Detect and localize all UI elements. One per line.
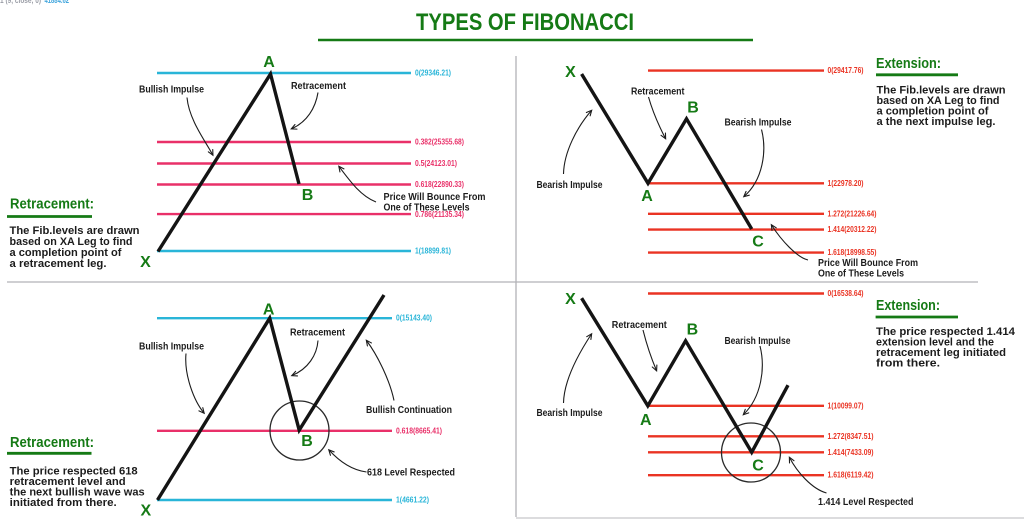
svg-text:C: C bbox=[752, 234, 764, 251]
svg-text:X: X bbox=[565, 291, 576, 308]
svg-text:1.414(20312.22): 1.414(20312.22) bbox=[828, 224, 877, 234]
svg-text:Retracement: Retracement bbox=[291, 80, 346, 92]
svg-text:the next bullish wave was: the next bullish wave was bbox=[10, 487, 145, 499]
svg-text:Retracement:: Retracement: bbox=[10, 196, 94, 213]
svg-text:One of These Levels: One of These Levels bbox=[818, 268, 904, 280]
svg-text:Bearish Impulse: Bearish Impulse bbox=[725, 117, 792, 129]
svg-text:X: X bbox=[140, 254, 151, 271]
svg-text:1(18899.81): 1(18899.81) bbox=[415, 246, 451, 256]
svg-text:B: B bbox=[687, 322, 699, 339]
svg-text:Price Will Bounce From: Price Will Bounce From bbox=[384, 191, 486, 203]
svg-text:The Fib.levels are drawn: The Fib.levels are drawn bbox=[877, 85, 1006, 97]
svg-text:1(4661.22): 1(4661.22) bbox=[396, 495, 429, 505]
svg-text:0(29346.21): 0(29346.21) bbox=[415, 68, 451, 78]
svg-text:Extension:: Extension: bbox=[876, 297, 940, 314]
svg-text:0.786(21135.34): 0.786(21135.34) bbox=[415, 209, 464, 219]
svg-text:Retracement: Retracement bbox=[631, 86, 685, 98]
svg-text:Retracement: Retracement bbox=[290, 327, 345, 339]
svg-text:Retracement: Retracement bbox=[612, 319, 667, 331]
svg-text:1.272(21226.64): 1.272(21226.64) bbox=[828, 208, 877, 218]
svg-text:0(15143.40): 0(15143.40) bbox=[396, 313, 432, 323]
svg-text:retracement level and: retracement level and bbox=[10, 476, 126, 488]
svg-text:Bullish Impulse: Bullish Impulse bbox=[139, 341, 204, 353]
svg-text:618 Level Respected: 618 Level Respected bbox=[367, 467, 455, 479]
svg-text:TYPES OF FIBONACCI: TYPES OF FIBONACCI bbox=[416, 9, 634, 36]
svg-text:A: A bbox=[263, 302, 275, 319]
svg-text:a retracement leg.: a retracement leg. bbox=[10, 258, 107, 270]
svg-text:Retracement:: Retracement: bbox=[10, 434, 94, 451]
svg-text:The price respected 618: The price respected 618 bbox=[10, 466, 138, 478]
svg-text:B: B bbox=[302, 187, 314, 204]
svg-text:Extension:: Extension: bbox=[876, 55, 941, 72]
svg-text:a completion point of: a completion point of bbox=[10, 247, 122, 259]
svg-text:0.618(8665.41): 0.618(8665.41) bbox=[396, 425, 442, 435]
svg-text:1(22978.20): 1(22978.20) bbox=[828, 178, 864, 188]
svg-text:One of These Levels: One of These Levels bbox=[384, 202, 470, 214]
svg-text:0(16538.64): 0(16538.64) bbox=[828, 288, 864, 298]
svg-text:C: C bbox=[752, 458, 764, 475]
svg-text:A: A bbox=[641, 188, 653, 205]
svg-text:0(29417.76): 0(29417.76) bbox=[828, 65, 864, 75]
svg-text:Bearish Impulse: Bearish Impulse bbox=[725, 335, 791, 347]
svg-text:a the next impulse leg.: a the next impulse leg. bbox=[877, 116, 996, 128]
svg-text:Bearish Impulse: Bearish Impulse bbox=[537, 407, 603, 419]
svg-text:1.272(8347.51): 1.272(8347.51) bbox=[828, 431, 874, 441]
svg-text:Bearish Impulse: Bearish Impulse bbox=[537, 179, 603, 191]
svg-text:1(10099.07): 1(10099.07) bbox=[828, 400, 864, 410]
svg-text:retracement leg initiated: retracement leg initiated bbox=[876, 347, 1006, 359]
svg-text:Bullish Continuation: Bullish Continuation bbox=[366, 404, 452, 416]
svg-text:1.414(7433.09): 1.414(7433.09) bbox=[828, 447, 874, 457]
svg-text:1.618(6119.42): 1.618(6119.42) bbox=[828, 470, 874, 480]
svg-text:B: B bbox=[687, 100, 699, 117]
svg-text:Price Will Bounce From: Price Will Bounce From bbox=[818, 257, 918, 269]
svg-text:X: X bbox=[140, 503, 151, 520]
svg-text:from there.: from there. bbox=[876, 358, 940, 370]
svg-text:1.618(18998.55): 1.618(18998.55) bbox=[828, 247, 877, 257]
svg-text:X: X bbox=[565, 64, 576, 81]
svg-text:B: B bbox=[301, 433, 313, 450]
svg-text:based on XA Leg to find: based on XA Leg to find bbox=[877, 95, 1000, 107]
svg-text:extension level and the: extension level and the bbox=[876, 337, 994, 349]
svg-text:41884.62: 41884.62 bbox=[45, 0, 70, 5]
svg-text:The price respected 1.414: The price respected 1.414 bbox=[876, 326, 1016, 338]
svg-text:0.382(25355.68): 0.382(25355.68) bbox=[415, 137, 464, 147]
svg-text:1 (9, close, 0): 1 (9, close, 0) bbox=[0, 0, 41, 5]
svg-text:A: A bbox=[263, 54, 275, 71]
svg-text:based on XA Leg to find: based on XA Leg to find bbox=[10, 236, 133, 248]
svg-text:0.5(24123.01): 0.5(24123.01) bbox=[415, 158, 457, 168]
svg-text:A: A bbox=[640, 412, 652, 429]
svg-text:1.414 Level Respected: 1.414 Level Respected bbox=[818, 496, 914, 508]
svg-text:Bullish Impulse: Bullish Impulse bbox=[139, 84, 204, 96]
svg-text:0.618(22890.33): 0.618(22890.33) bbox=[415, 179, 464, 189]
svg-text:initiated from there.: initiated from there. bbox=[10, 497, 117, 509]
svg-text:The Fib.levels are drawn: The Fib.levels are drawn bbox=[10, 225, 140, 237]
svg-text:a completion point of: a completion point of bbox=[877, 106, 989, 118]
